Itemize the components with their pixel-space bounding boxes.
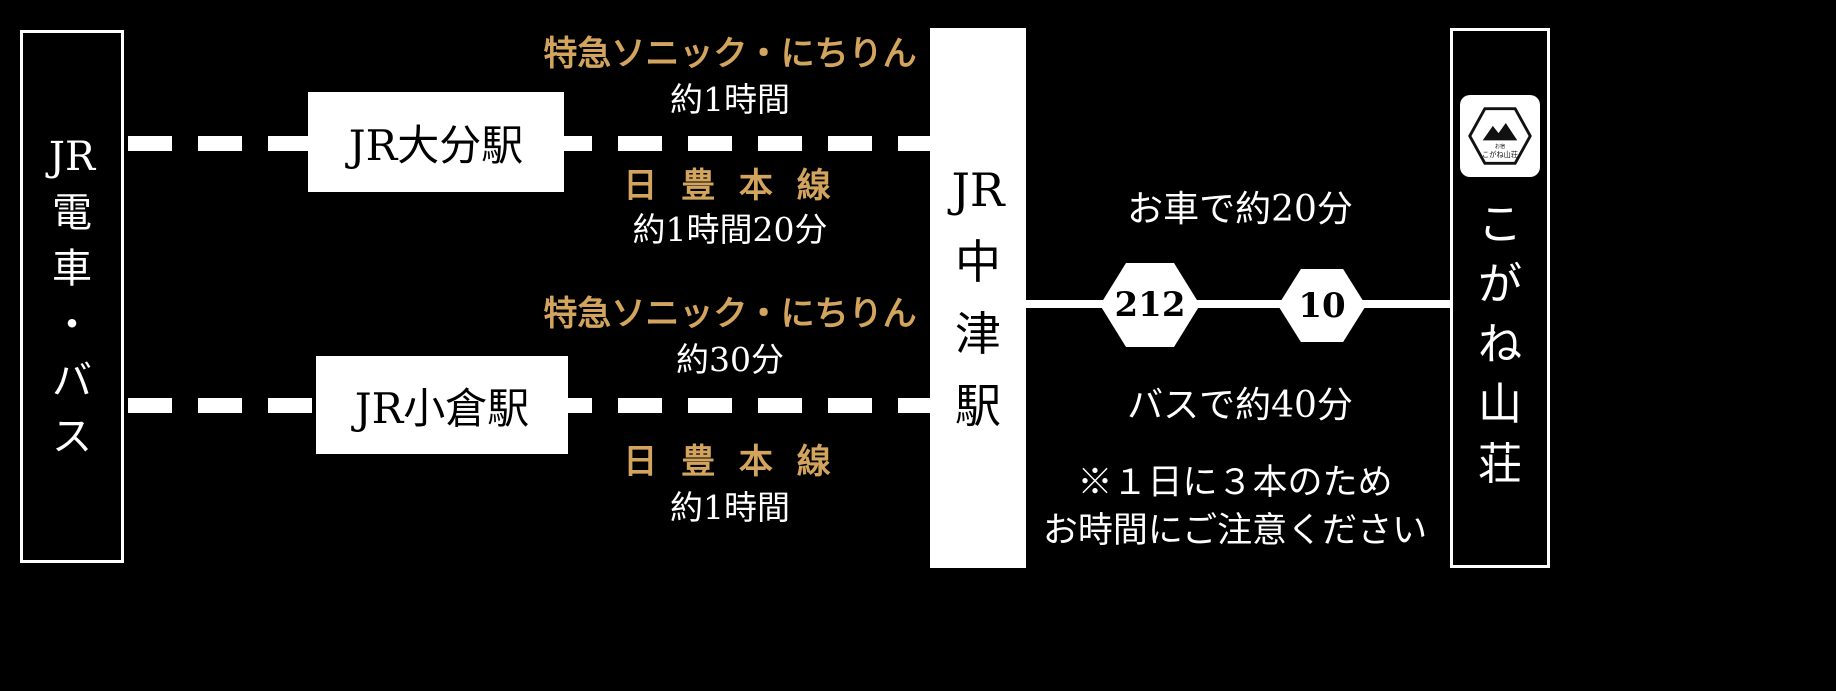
station-oita-label: JR大分駅 <box>348 120 524 170</box>
station-box-oita: JR大分駅 <box>308 92 564 192</box>
oita-express-name: 特急ソニック・にちりん <box>543 34 917 74</box>
oita-express-time: 約1時間 <box>670 80 790 119</box>
bus-note-line1: ※１日に３本のため <box>1077 463 1393 503</box>
route-212-badge: 212 <box>1100 263 1200 347</box>
route-10-number: 10 <box>1298 285 1346 326</box>
route-10-badge: 10 <box>1278 269 1366 342</box>
logo-small-text: お宿 <box>1495 143 1505 150</box>
bus-note-line2: お時間にご注意ください <box>1042 511 1428 551</box>
bus-time-label: バスで約40分 <box>1127 385 1353 426</box>
car-time-label: お車で約20分 <box>1127 189 1353 230</box>
destination-panel: お宿 こがね山荘 こがね山荘 <box>1450 28 1550 568</box>
kokura-line-time: 約1時間 <box>670 488 790 527</box>
station-kokura-label: JR小倉駅 <box>354 383 530 433</box>
route-212-number: 212 <box>1114 285 1186 325</box>
station-box-kokura: JR小倉駅 <box>316 356 568 454</box>
kokura-express-name: 特急ソニック・にちりん <box>543 294 917 334</box>
kogane-sansou-logo: お宿 こがね山荘 <box>1460 95 1540 177</box>
destination-label: こがね山荘 <box>1478 199 1522 490</box>
road-line <box>1026 300 1450 308</box>
kokura-express-time: 約30分 <box>676 340 784 379</box>
mountain-hexagon-icon: お宿 こがね山荘 <box>1468 107 1532 165</box>
kokura-line-name: 日 豊 本 線 <box>623 442 837 482</box>
logo-main-text: こがね山荘 <box>1482 150 1518 159</box>
oita-line-name: 日 豊 本 線 <box>623 166 837 206</box>
oita-line-time: 約1時間20分 <box>632 210 828 249</box>
